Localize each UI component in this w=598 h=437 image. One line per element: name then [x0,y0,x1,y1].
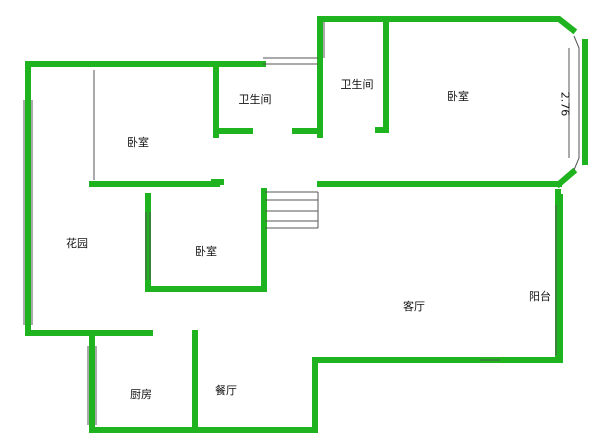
room-label-garden: 花园 [66,237,88,250]
room-label-bedroom-left: 卧室 [127,136,149,149]
window-bay [568,35,580,171]
room-label-living-room: 客厅 [403,300,425,313]
room-label-dining-room: 餐厅 [215,384,237,397]
window-bedroom-center [145,212,151,280]
walls [25,16,588,433]
wall-bay-lower [554,167,578,189]
room-label-kitchen: 厨房 [130,388,152,401]
room-label-bedroom-right: 卧室 [447,90,469,103]
window-garden [23,100,33,325]
room-label-bathroom-right: 卫生间 [340,78,374,91]
window-bathroom-top [263,57,318,65]
wall-detail-lines [23,22,580,425]
stairs [265,191,319,229]
room-label-bathroom-left: 卫生间 [238,93,272,106]
room-label-bedroom-center: 卧室 [195,245,217,258]
wall-outer-west [25,61,561,433]
window-kitchen [87,346,97,425]
wall-bedroom-center-west [145,188,267,292]
dimension-label: 2.76 [558,91,572,117]
room-label-balcony: 阳台 [529,290,551,303]
wall-top-right [317,16,578,35]
